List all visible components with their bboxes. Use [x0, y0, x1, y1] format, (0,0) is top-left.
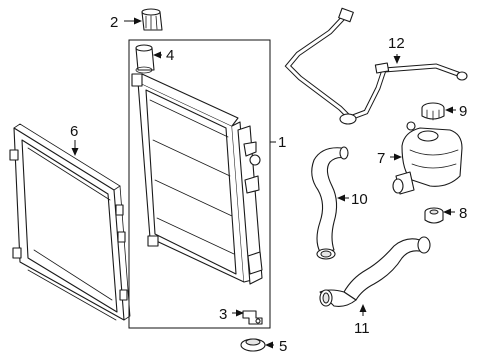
- callout-1-label: 1: [278, 134, 286, 151]
- callout-7-label: 7: [377, 150, 385, 167]
- callout-9-label: 9: [459, 103, 467, 120]
- reservoir-cap-part: [421, 102, 445, 121]
- hose-pipe-part: [284, 7, 468, 125]
- callout-9: 9: [445, 103, 467, 120]
- callout-12-label: 12: [388, 35, 405, 52]
- callout-5: 5: [265, 338, 287, 355]
- callout-1: 1: [270, 134, 286, 151]
- condenser-frame-part: [9, 123, 131, 321]
- clip-part: [242, 310, 263, 325]
- radiator-part: [131, 73, 263, 285]
- grommet-part: [424, 207, 444, 224]
- callout-10: 10: [337, 191, 368, 208]
- callout-11: 11: [354, 304, 370, 337]
- callout-8: 8: [443, 205, 467, 222]
- lower-hose-part: [319, 236, 431, 307]
- callout-8-label: 8: [459, 205, 467, 222]
- callout-7: 7: [377, 150, 402, 167]
- callout-6: 6: [70, 123, 79, 156]
- callout-12: 12: [388, 35, 405, 64]
- expansion-reservoir-part: [392, 121, 463, 195]
- callout-2-label: 2: [110, 14, 118, 31]
- upper-hose-part: [311, 146, 349, 260]
- callout-4: 4: [153, 47, 174, 64]
- callout-6-label: 6: [70, 123, 78, 140]
- callout-2: 2: [110, 14, 142, 31]
- callout-3-label: 3: [219, 306, 227, 323]
- callout-3: 3: [219, 306, 244, 323]
- mount-bushing-part: [135, 44, 155, 74]
- cap-part: [141, 8, 163, 31]
- callout-11-label: 11: [354, 320, 370, 337]
- callout-5-label: 5: [279, 338, 287, 355]
- callout-4-label: 4: [166, 47, 174, 64]
- radiator-reference-frame: [128, 39, 271, 329]
- lower-mount-part: [240, 338, 266, 352]
- callout-10-label: 10: [351, 191, 368, 208]
